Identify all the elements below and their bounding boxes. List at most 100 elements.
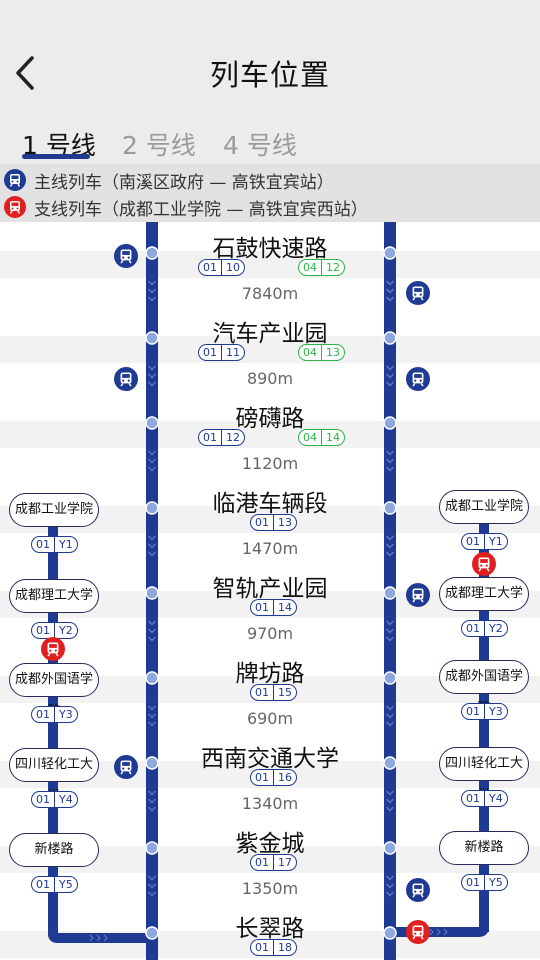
- segment-distance: 970m: [246, 624, 294, 643]
- station-name[interactable]: 汽车产业园: [212, 321, 328, 347]
- legend-branch-text: 支线列车（成都工业学院 — 高铁宜宾西站）: [34, 199, 368, 220]
- station-dot: [383, 416, 397, 430]
- station-name[interactable]: 临港车辆段: [212, 491, 328, 517]
- segment-distance: 1120m: [241, 454, 299, 473]
- direction-chevron: [386, 288, 394, 294]
- direction-chevron: [103, 934, 108, 942]
- code-part: Y1: [484, 534, 507, 549]
- station-dot: [145, 756, 159, 770]
- row-band: [0, 421, 540, 448]
- station-dot: [145, 331, 159, 345]
- code-part: 17: [273, 855, 296, 870]
- blue-train-icon[interactable]: [114, 244, 138, 268]
- code-part: 01: [466, 705, 480, 718]
- chevron-left-icon[interactable]: [10, 52, 40, 94]
- code-part: 11: [221, 345, 244, 360]
- active-tab-indicator: [22, 154, 90, 159]
- station-name[interactable]: 石鼓快速路: [212, 236, 328, 262]
- direction-chevron: [386, 636, 394, 642]
- blue-train-icon[interactable]: [114, 755, 138, 779]
- station-dot: [383, 756, 397, 770]
- direction-chevron: [386, 806, 394, 812]
- red-train-icon[interactable]: [406, 920, 430, 944]
- direction-chevron: [148, 713, 156, 719]
- station-name[interactable]: 长翠路: [235, 916, 305, 942]
- branch-station-name[interactable]: 成都理工大学: [439, 577, 529, 611]
- station-name[interactable]: 牌坊路: [235, 661, 305, 687]
- direction-chevron: [386, 891, 394, 897]
- station-dot: [383, 246, 397, 260]
- blue-train-icon[interactable]: [406, 281, 430, 305]
- station-name[interactable]: 西南交通大学: [201, 746, 339, 772]
- direction-chevron: [148, 620, 156, 626]
- station-name[interactable]: 紫金城: [235, 831, 305, 857]
- code-part: 01: [466, 876, 480, 889]
- code-part: 01: [255, 601, 269, 614]
- blue-train-icon[interactable]: [114, 367, 138, 391]
- code-part: 01: [466, 535, 480, 548]
- direction-chevron: [429, 928, 434, 936]
- direction-chevron: [386, 721, 394, 727]
- blue-train-icon[interactable]: [406, 878, 430, 902]
- branch-station-name[interactable]: 新楼路: [439, 831, 529, 865]
- code-part: 18: [273, 940, 296, 955]
- row-band: [0, 336, 540, 363]
- code-part: Y5: [54, 877, 77, 892]
- branch-station-name[interactable]: 成都工业学院: [439, 490, 529, 524]
- red-train-icon[interactable]: [472, 552, 496, 576]
- code-part: 01: [255, 516, 269, 529]
- code-part: Y2: [484, 621, 507, 636]
- branch-station-name[interactable]: 四川轻化工大学: [9, 748, 99, 804]
- direction-chevron: [148, 381, 156, 387]
- segment-distance: 7840m: [241, 284, 299, 303]
- segment-distance: 1350m: [241, 879, 299, 898]
- station-name[interactable]: 磅礴路: [235, 406, 305, 432]
- direction-chevron: [386, 620, 394, 626]
- code-part: 13: [321, 345, 344, 360]
- station-dot: [145, 926, 159, 940]
- blue-train-icon[interactable]: [406, 583, 430, 607]
- branch-station-name[interactable]: 成都外国语学院: [439, 660, 529, 716]
- direction-chevron: [148, 288, 156, 294]
- direction-chevron: [386, 280, 394, 286]
- code-part: 14: [321, 430, 344, 445]
- direction-chevron: [386, 365, 394, 371]
- code-part: 01: [466, 792, 480, 805]
- row-band: [0, 251, 540, 278]
- direction-chevron: [386, 458, 394, 464]
- tab-line-2[interactable]: 2 号线: [122, 131, 196, 160]
- branch-station-name[interactable]: 成都理工大学: [9, 579, 99, 613]
- branch-station-name[interactable]: 四川轻化工大学: [439, 747, 529, 803]
- direction-chevron: [386, 883, 394, 889]
- direction-chevron: [148, 373, 156, 379]
- station-dot: [145, 501, 159, 515]
- branch-station-name[interactable]: 新楼路: [9, 833, 99, 867]
- blue-train-icon[interactable]: [406, 367, 430, 391]
- branch-station-name[interactable]: 成都外国语学院: [9, 663, 99, 719]
- direction-chevron: [386, 466, 394, 472]
- station-dot: [145, 841, 159, 855]
- branch-code-badge: 01 Y3: [461, 703, 508, 720]
- code-part: Y3: [484, 704, 507, 719]
- station-name[interactable]: 智轨产业园: [212, 576, 328, 602]
- legend-branch-line: 支线列车（成都工业学院 — 高铁宜宾西站）: [4, 193, 368, 221]
- code-part: Y1: [54, 537, 77, 552]
- branch-station-name[interactable]: 成都工业学院: [9, 493, 99, 527]
- tab-line-4[interactable]: 4 号线: [223, 131, 297, 160]
- red-train-icon[interactable]: [41, 637, 65, 661]
- branch-code-badge: 01 Y1: [461, 533, 508, 550]
